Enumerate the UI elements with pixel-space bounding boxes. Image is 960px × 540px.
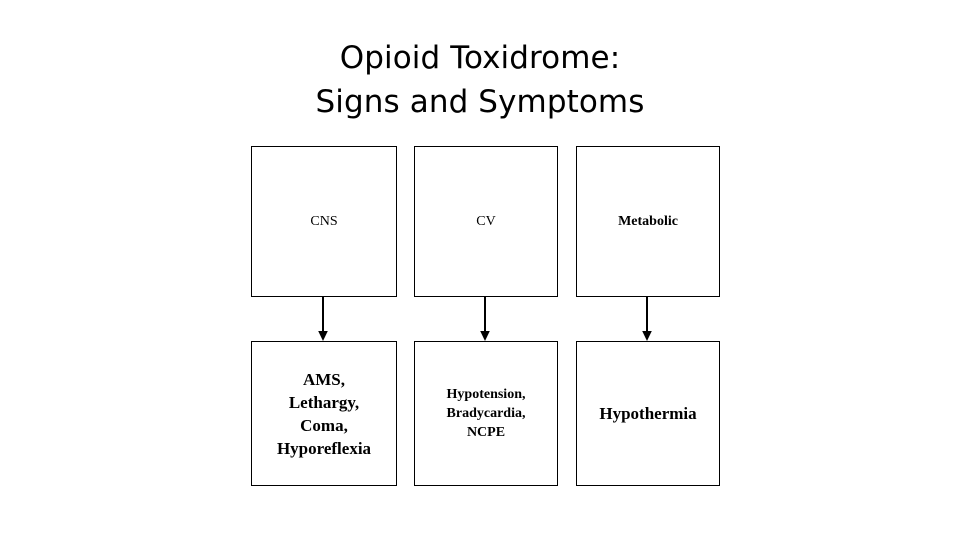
category-box-cv: CV xyxy=(414,146,558,297)
findings-label-metabolic: Hypothermia xyxy=(599,404,697,423)
findings-box-cns: AMS, Lethargy, Coma, Hyporeflexia xyxy=(251,341,397,486)
findings-label-cns: AMS, Lethargy, Coma, Hyporeflexia xyxy=(276,369,372,458)
category-label-cv: CV xyxy=(476,213,496,229)
category-box-metabolic: Metabolic xyxy=(576,146,720,297)
page-title-line-2: Signs and Symptoms xyxy=(315,84,645,120)
findings-box-metabolic: Hypothermia xyxy=(576,341,720,486)
findings-box-cv: Hypotension, Bradycardia, NCPE xyxy=(414,341,558,486)
category-label-metabolic: Metabolic xyxy=(618,214,678,229)
page-title: Opioid Toxidrome: Signs and Symptoms xyxy=(0,36,960,124)
arrow-down-icon-metabolic xyxy=(637,296,657,342)
category-box-cns: CNS xyxy=(251,146,397,297)
arrow-down-icon-cv xyxy=(475,296,495,342)
arrow-down-icon-cns xyxy=(313,296,333,342)
findings-label-cv: Hypotension, Bradycardia, NCPE xyxy=(446,387,526,440)
page-title-line-1: Opioid Toxidrome: xyxy=(339,40,621,76)
category-label-cns: CNS xyxy=(310,213,338,229)
